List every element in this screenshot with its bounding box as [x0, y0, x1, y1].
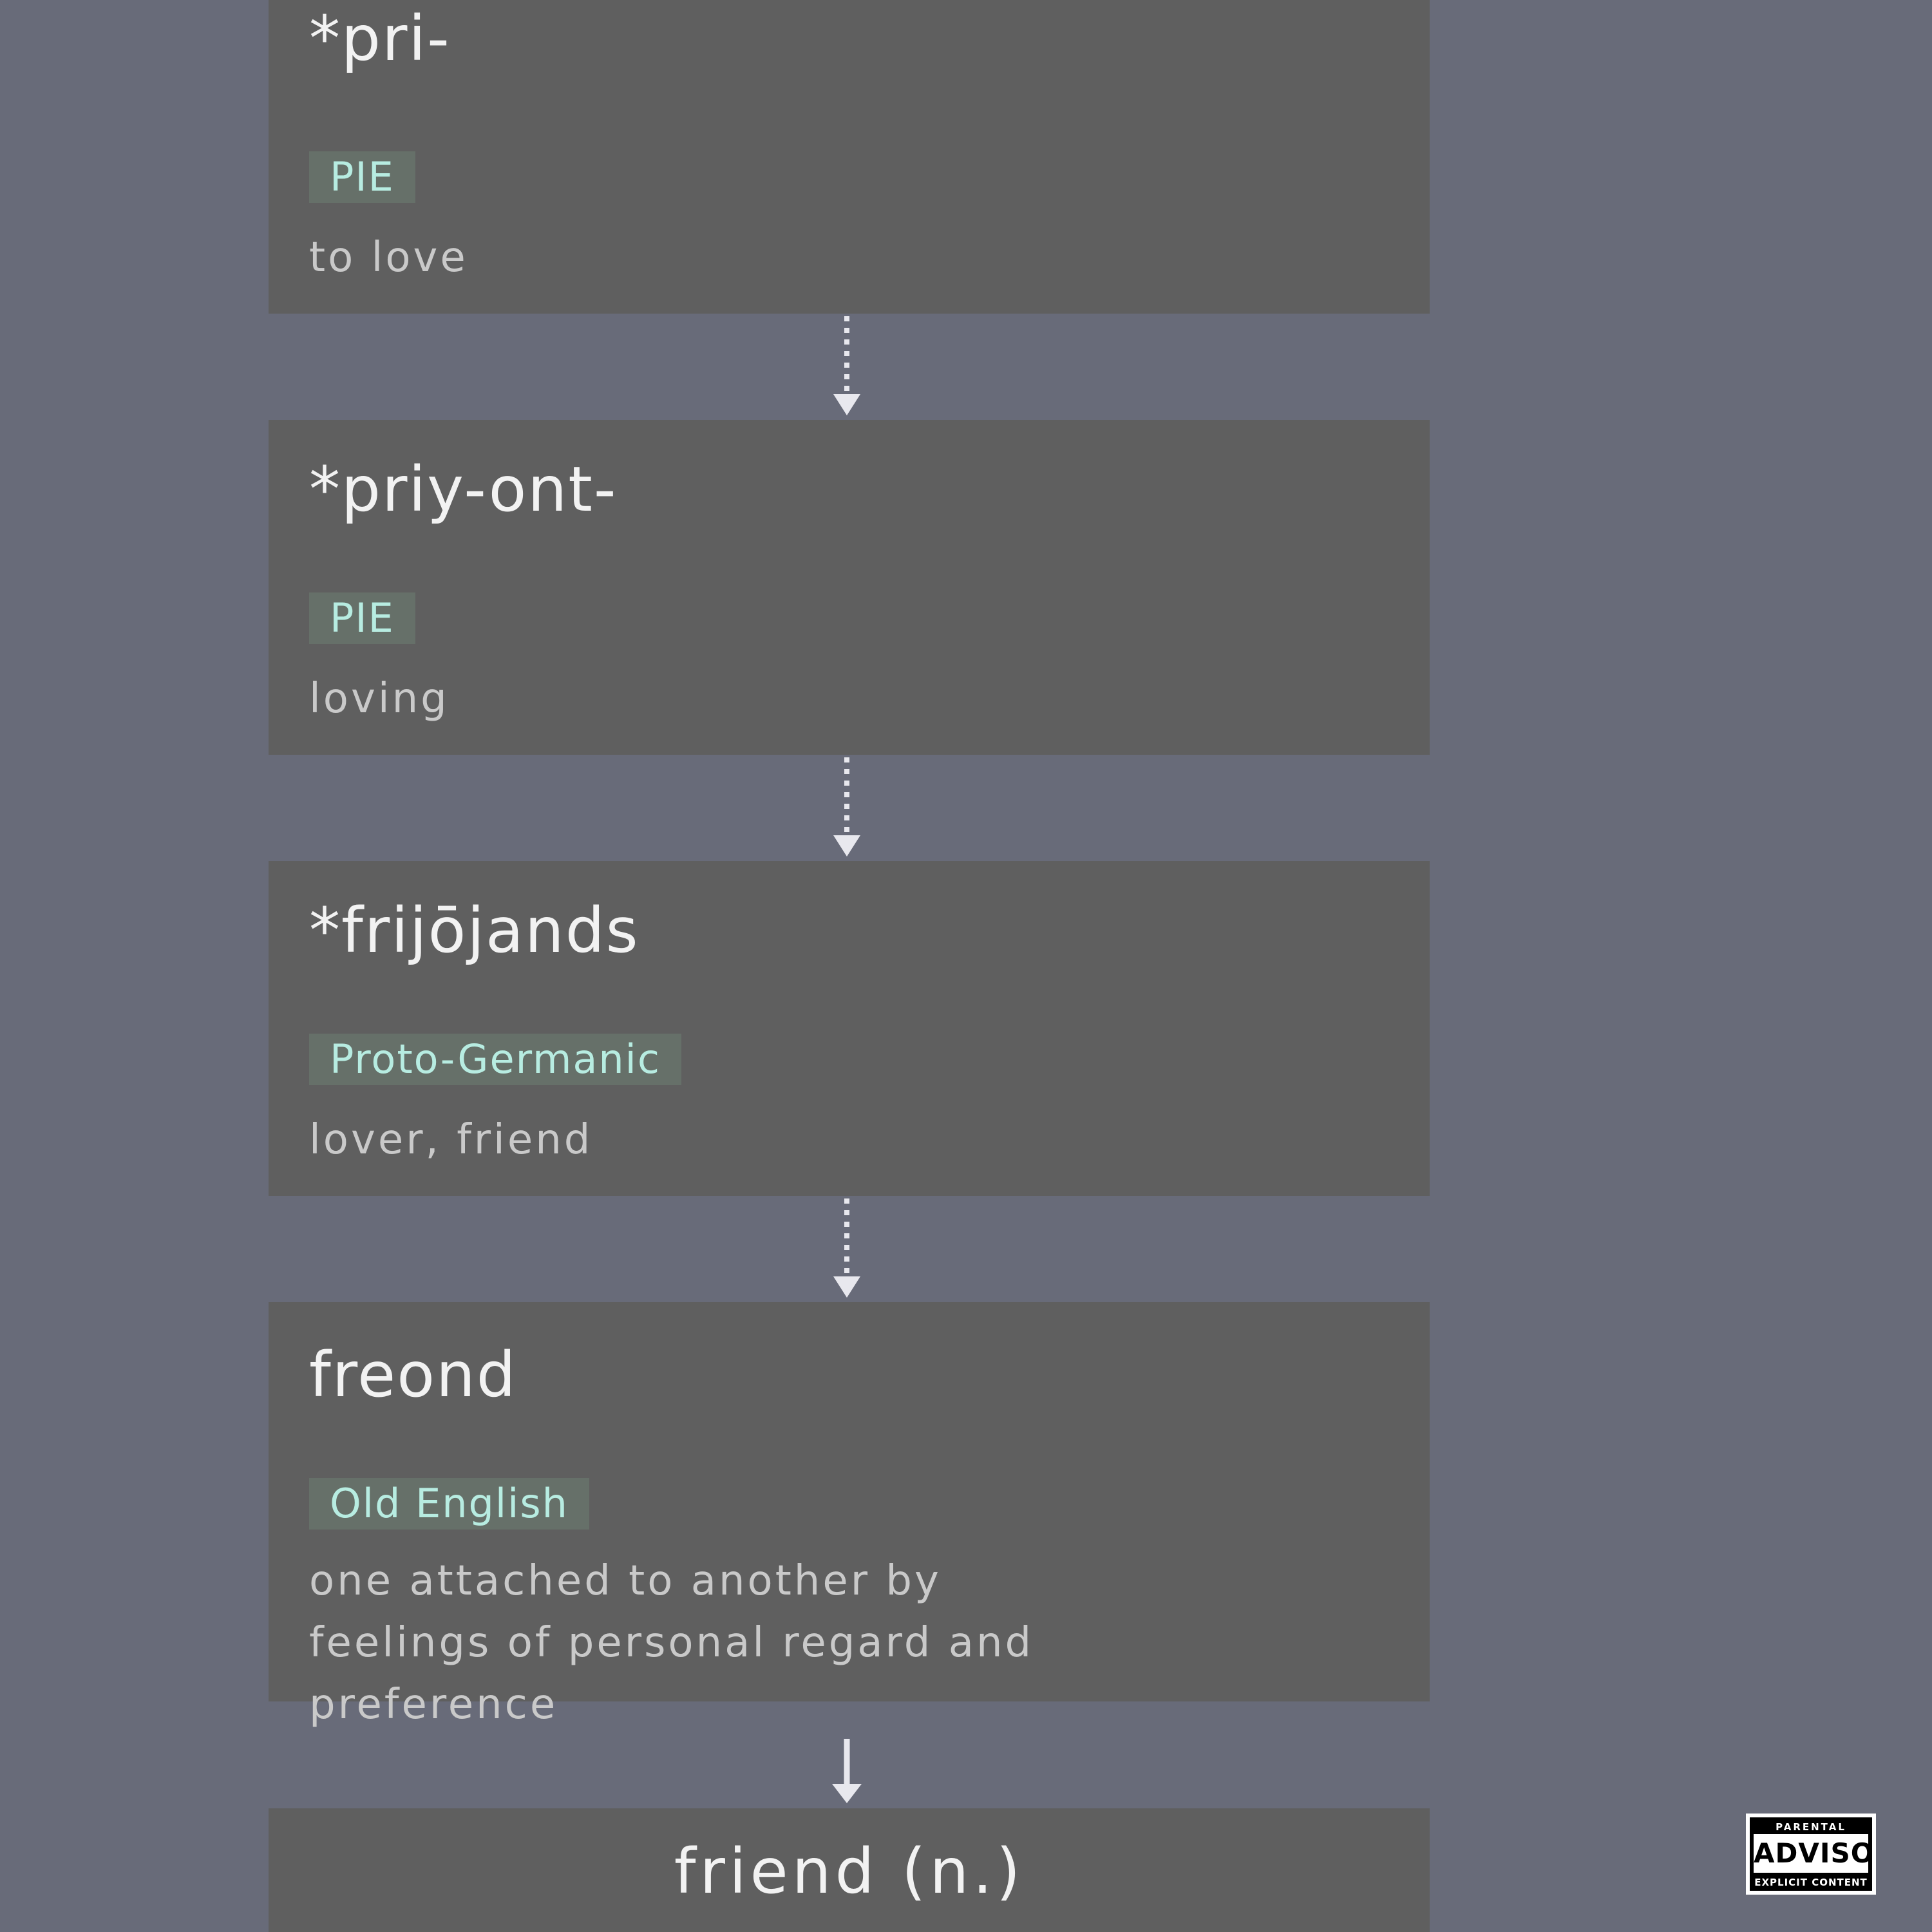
stage-gloss: loving: [309, 675, 450, 723]
dotted-down-arrow-icon: [833, 1198, 860, 1298]
language-tag: Proto-Germanic: [309, 1034, 681, 1085]
dotted-down-arrow-icon: [833, 757, 860, 857]
stage-word: *pri-: [309, 3, 451, 75]
badge-middle-text: ADVISORY: [1754, 1834, 1872, 1873]
stage-gloss-line: one attached to another by: [309, 1557, 942, 1605]
down-arrow-icon: [832, 1739, 862, 1803]
result-word: friend (n.): [674, 1835, 1025, 1908]
stage-card-proto-germanic: *frijōjands Proto-Germanic lover, friend: [269, 861, 1430, 1196]
parental-advisory-logo: PARENTAL ADVISORY EXPLICIT CONTENT: [1746, 1814, 1876, 1895]
stage-word: freond: [309, 1339, 517, 1411]
dotted-down-arrow-icon: [833, 316, 860, 415]
badge-top-text: PARENTAL: [1776, 1821, 1846, 1833]
badge-bottom-text: EXPLICIT CONTENT: [1754, 1877, 1868, 1888]
language-tag: Old English: [309, 1478, 589, 1530]
language-tag: PIE: [309, 151, 415, 203]
stage-word: *frijōjands: [309, 895, 639, 967]
result-card: friend (n.): [269, 1808, 1430, 1932]
stage-card-pie-participle: *priy-ont- PIE loving: [269, 420, 1430, 755]
stage-gloss-line: feelings of personal regard and: [309, 1619, 1034, 1667]
stage-card-pie-root: *pri- PIE to love: [269, 0, 1430, 314]
stage-gloss: to love: [309, 234, 468, 281]
stage-word: *priy-ont-: [309, 453, 618, 526]
stage-gloss-line: preference: [309, 1681, 558, 1728]
language-tag: PIE: [309, 592, 415, 644]
stage-gloss: lover, friend: [309, 1116, 593, 1164]
stage-card-old-english: freond Old English one attached to anoth…: [269, 1302, 1430, 1728]
